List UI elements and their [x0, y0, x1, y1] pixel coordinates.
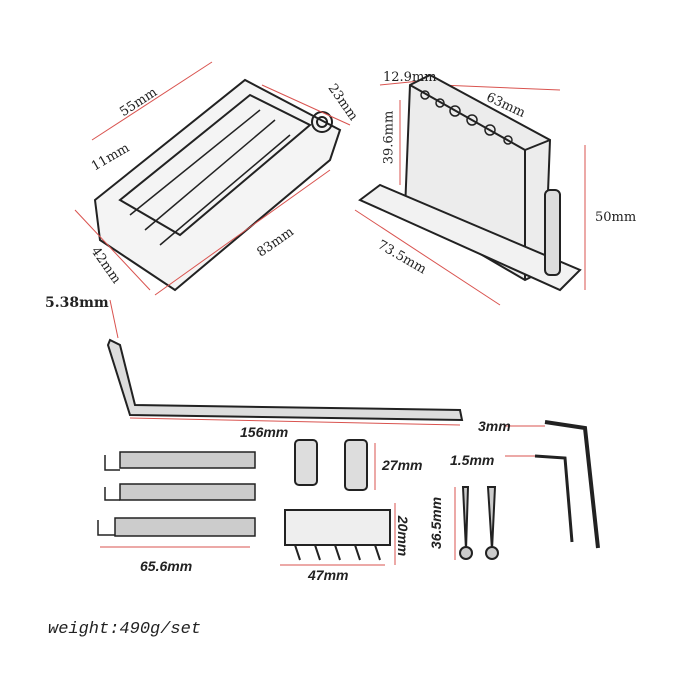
dim-block-top: 12.9mm	[383, 70, 437, 85]
dim-screw-length: 36.5mm	[428, 496, 445, 550]
wrench-1-5mm-drawing	[534, 454, 574, 543]
weight-label: weight:490g/set	[48, 620, 202, 639]
dim-block-height: 39.6mm	[381, 110, 397, 165]
screws-drawing	[459, 486, 499, 560]
dim-arm-diameter: 5.38mm	[45, 295, 109, 311]
tremolo-arm-drawing	[106, 338, 464, 422]
dim-arm-length: 156mm	[240, 424, 289, 440]
bridge-drawing	[93, 78, 342, 292]
spring-claw-drawing	[284, 509, 391, 561]
springs-drawing	[97, 451, 256, 537]
dim-block-total: 50mm	[595, 210, 637, 225]
bushing-2-drawing	[344, 439, 368, 491]
dim-spring-length: 65.6mm	[140, 558, 193, 574]
dim-wrench-small: 1.5mm	[450, 452, 495, 468]
dim-claw-width: 47mm	[308, 567, 349, 583]
wrench-3mm-drawing	[544, 420, 600, 549]
dim-claw-height: 20mm	[395, 515, 412, 557]
bushing-1-drawing	[294, 439, 318, 486]
tremolo-block-drawing	[358, 73, 582, 292]
dim-wrench-large: 3mm	[478, 418, 511, 434]
dim-bushing-height: 27mm	[382, 457, 423, 473]
